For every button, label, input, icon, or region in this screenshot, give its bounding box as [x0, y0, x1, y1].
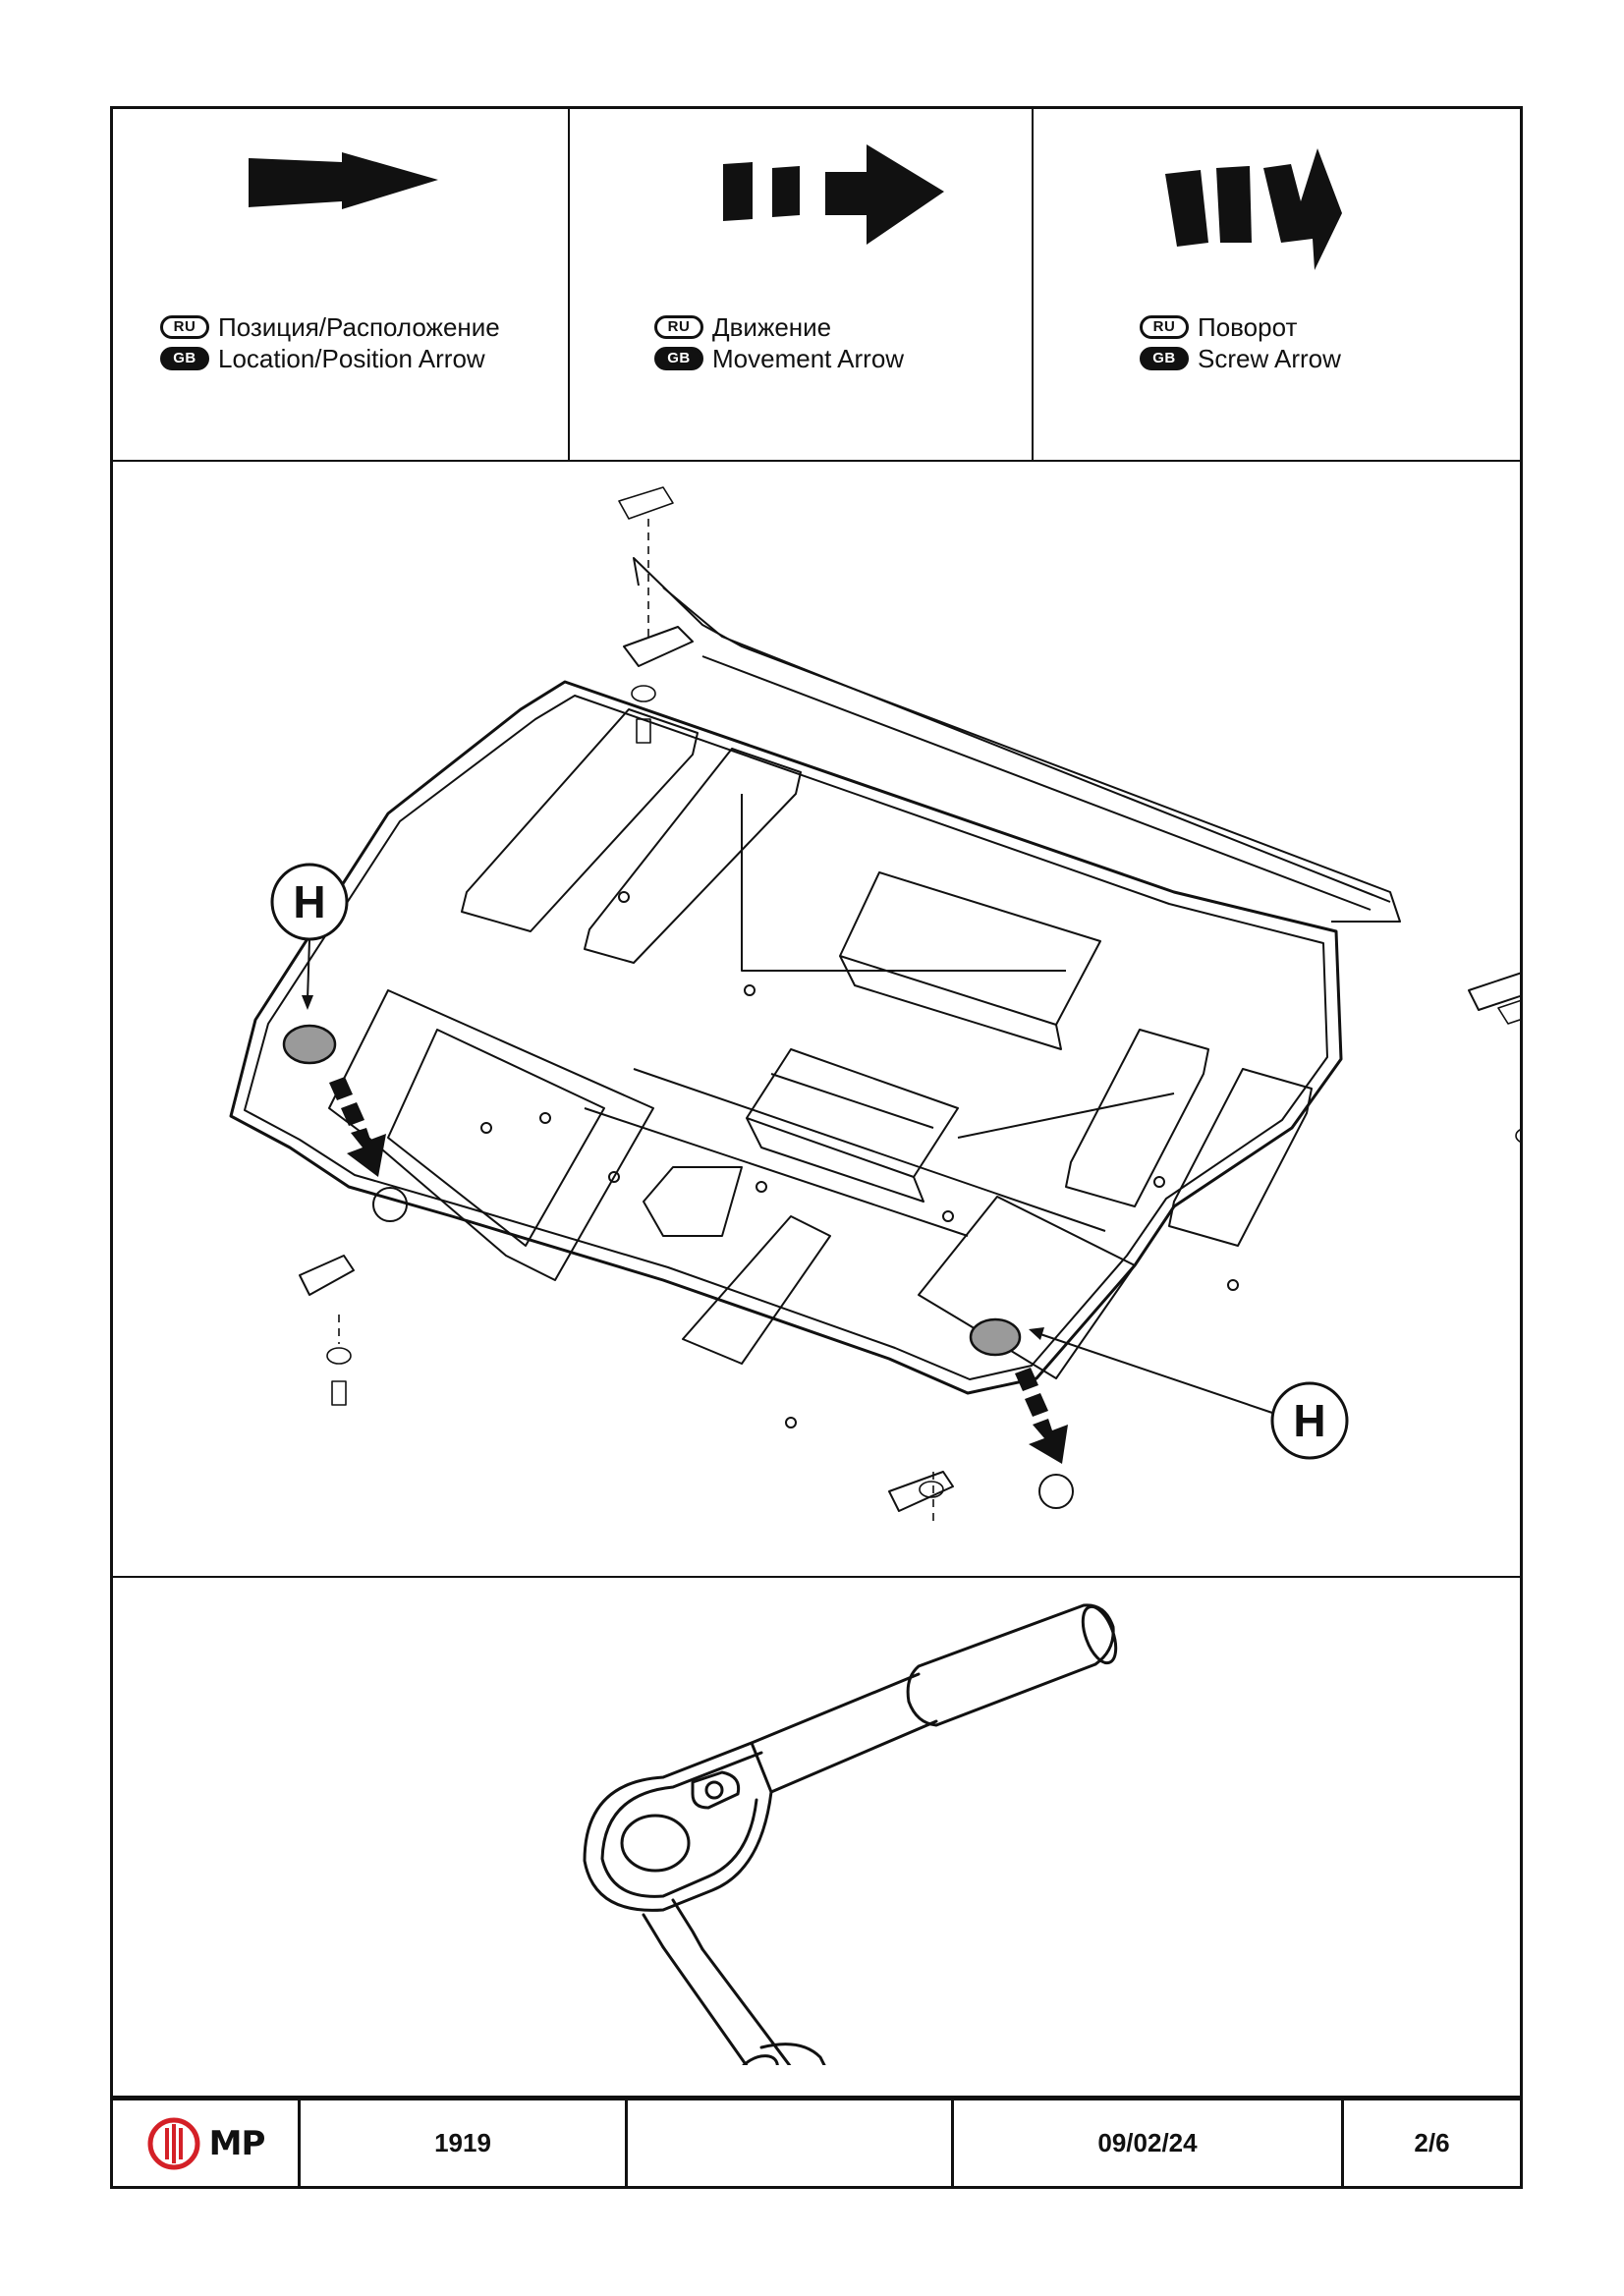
- revision-date: 09/02/24: [951, 2100, 1341, 2186]
- gb-badge: GB: [654, 347, 703, 370]
- legend-label-gb: Movement Arrow: [712, 344, 905, 373]
- callout-h-right: H: [1029, 1327, 1349, 1460]
- part-number: 1919: [298, 2100, 625, 2186]
- legend-label-ru: Движение: [712, 312, 832, 342]
- legend-label-gb: Location/Position Arrow: [218, 344, 485, 373]
- gb-badge: GB: [160, 347, 209, 370]
- plug-left: [282, 1024, 337, 1065]
- legend-movement-arrow: RU Движение GB Movement Arrow: [568, 109, 1032, 460]
- ru-badge: RU: [654, 315, 703, 339]
- instruction-sheet-frame: RU Позиция/Расположение GB Location/Positi…: [110, 106, 1550, 2189]
- rib-right-2: [1168, 1068, 1313, 1247]
- legend-label-ru: Позиция/Расположение: [218, 312, 500, 342]
- logo-text: MP: [208, 2123, 266, 2163]
- legend-screw-arrow: RU Поворот GB Screw Arrow: [1032, 109, 1520, 460]
- mp-logo-icon: [147, 2117, 200, 2169]
- callout-label: H: [1293, 1395, 1325, 1446]
- ru-badge: RU: [160, 315, 209, 339]
- center-box-upper: [839, 871, 1101, 1026]
- rib-bottom-1: [643, 1166, 743, 1237]
- skid-plate-diagram: H H: [229, 486, 1550, 1521]
- movement-arrow-left-icon: [329, 1077, 386, 1177]
- fastener-bottom: [919, 1472, 944, 1521]
- rib-bottom-2: [682, 1215, 831, 1365]
- rib-right-3: [918, 1196, 1136, 1379]
- fastener-left: [326, 1315, 352, 1406]
- plate-outline: [229, 680, 1343, 1395]
- legend-label-gb: Screw Arrow: [1198, 344, 1341, 373]
- blank-cell: [625, 2100, 951, 2186]
- callout-h-left: H: [270, 863, 349, 1010]
- page-number: 2/6: [1341, 2100, 1520, 2186]
- tool-panel: [113, 1576, 1520, 2170]
- rib-right-1: [1065, 1029, 1209, 1207]
- callout-label: H: [293, 876, 325, 927]
- legend-location-arrow: RU Позиция/Расположение GB Location/Positi…: [113, 109, 568, 460]
- movement-arrow-icon: [723, 144, 944, 245]
- logo-cell: MP: [113, 2100, 298, 2186]
- gb-badge: GB: [1140, 347, 1189, 370]
- arrow-legend: RU Позиция/Расположение GB Location/Positi…: [113, 109, 1520, 462]
- center-box-lower: [746, 1048, 959, 1178]
- rib-left-2: [584, 748, 802, 964]
- movement-arrow-right-icon: [1015, 1368, 1068, 1464]
- ratchet-wrench-icon: [583, 1603, 1118, 2170]
- rib-left-3: [328, 989, 654, 1281]
- title-block: MP 1919 09/02/24 2/6: [113, 2096, 1520, 2186]
- plug-right: [969, 1317, 1022, 1357]
- screw-arrow-icon: [1165, 148, 1342, 270]
- location-arrow-icon: [249, 152, 438, 209]
- rib-left-1: [461, 708, 699, 932]
- legend-label-ru: Поворот: [1198, 312, 1298, 342]
- fastener-right: [1497, 993, 1550, 1186]
- ru-badge: RU: [1140, 315, 1189, 339]
- fastener-top: [618, 486, 674, 744]
- skid-plate-drawing: H H: [113, 460, 1550, 1578]
